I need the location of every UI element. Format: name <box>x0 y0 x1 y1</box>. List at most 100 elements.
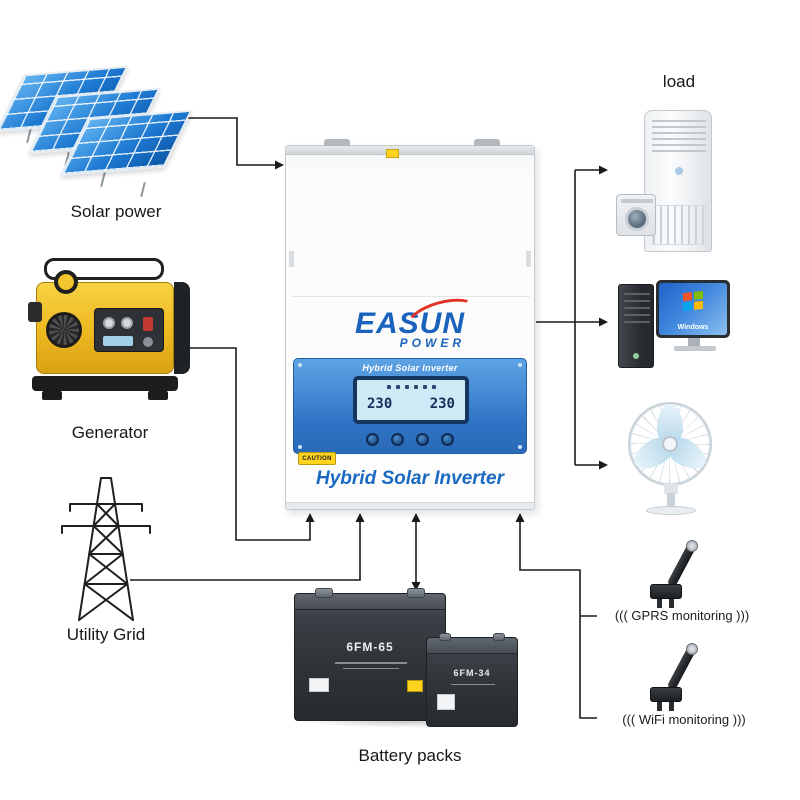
battery-top <box>295 594 445 610</box>
wire-utility-to-inverter <box>130 513 365 581</box>
mounting-tab <box>474 139 500 147</box>
lcd-voltage-right: 230 <box>429 396 455 412</box>
brand-logo: EASUN POWER <box>286 291 534 352</box>
fan-hub <box>662 436 678 452</box>
solar-power-label: Solar power <box>70 202 162 221</box>
battery-model-label: 6FM-34 <box>453 668 491 678</box>
panel-button <box>441 433 454 446</box>
ac-display-dot <box>675 167 683 175</box>
battery-sticker <box>309 678 329 692</box>
panel-leg <box>140 181 146 198</box>
os-label: Windows <box>677 324 709 331</box>
panel-button <box>391 433 404 446</box>
battery-warning-sticker <box>407 680 423 692</box>
utility-grid-label: Utility Grid <box>66 625 146 644</box>
side-slot <box>526 251 531 267</box>
washer-panel <box>621 199 653 203</box>
panel-leg <box>100 171 106 188</box>
utility-grid-tower <box>61 477 151 621</box>
caution-sticker: CAUTION <box>298 452 336 465</box>
antenna-pin <box>657 702 662 711</box>
gprs-monitoring-label: ((( GPRS monitoring ))) <box>614 608 750 623</box>
warning-sticker <box>386 149 399 158</box>
wifi-antenna <box>646 643 710 713</box>
solar-panels-illustration <box>0 65 211 206</box>
hybrid-inverter: EASUN POWER Hybrid Solar Inverter 230 23… <box>285 139 535 510</box>
generator-end-cap <box>174 282 190 374</box>
mounting-tab <box>324 139 350 147</box>
generator-label: Generator <box>71 423 149 442</box>
screw-icon <box>518 445 522 449</box>
wifi-monitoring-label: ((( WiFi monitoring ))) <box>622 712 746 727</box>
wire-monitoring-to-inverter <box>515 513 597 719</box>
generator-foot <box>42 391 62 400</box>
brand-subname: POWER <box>399 336 465 350</box>
battery-right: 6FM-34 <box>426 633 518 727</box>
monitor-base <box>674 346 716 351</box>
power-led-icon <box>633 353 639 359</box>
panel-button <box>366 433 379 446</box>
battery-terminal <box>439 633 451 641</box>
ac-bottom-grille <box>652 205 706 245</box>
screw-icon <box>298 363 302 367</box>
inverter-bottom-band <box>286 502 534 509</box>
washer-door-icon <box>625 207 649 231</box>
wire-battery-to-inverter <box>411 513 421 591</box>
battery-terminal <box>407 588 425 598</box>
fuel-cap <box>54 270 78 294</box>
monitor-stand <box>688 338 700 347</box>
battery-terminal <box>493 633 505 641</box>
ac-top-vent <box>652 120 706 152</box>
battery-left: 6FM-65 <box>294 588 446 721</box>
lcd-voltage-left: 230 <box>367 396 393 412</box>
meter-icon <box>103 336 133 346</box>
battery-packs-label: Battery packs <box>358 746 462 765</box>
screw-icon <box>518 363 522 367</box>
load-label: load <box>662 72 696 91</box>
computer-tower <box>618 284 654 368</box>
label-line <box>335 662 407 664</box>
windows-flag-icon <box>683 290 703 312</box>
inverter-control-panel: Hybrid Solar Inverter 230 230 <box>293 358 527 454</box>
pedestal-fan <box>626 402 716 517</box>
inverter-top-band <box>286 146 534 155</box>
antenna-base <box>650 687 682 702</box>
antenna-pin <box>657 599 662 608</box>
inverter-title: Hybrid Solar Inverter <box>316 468 504 489</box>
brand-name: EASUN <box>354 307 465 340</box>
antenna-tip <box>686 643 698 655</box>
antenna-base <box>650 584 682 599</box>
fan-pole <box>667 493 675 507</box>
panel-caption: Hybrid Solar Inverter <box>362 363 458 373</box>
fan-neck <box>664 484 678 494</box>
antenna-pin <box>669 599 674 608</box>
lcd-display: 230 230 <box>353 376 469 424</box>
generator-illustration <box>28 258 190 418</box>
battery-terminal <box>315 588 333 598</box>
wire-inverter-to-loads <box>536 165 608 470</box>
knob-icon <box>143 337 153 347</box>
lcd-status-icons <box>357 385 465 389</box>
label-line <box>451 684 495 685</box>
outlet-icon <box>121 317 133 329</box>
panel-leg <box>26 127 32 144</box>
monitor-screen: Windows <box>659 283 727 335</box>
fan-base <box>646 506 696 515</box>
function-buttons <box>294 433 526 446</box>
battery-sticker <box>437 694 455 710</box>
washing-machine <box>616 194 656 236</box>
generator-control-panel <box>94 308 164 352</box>
outlet-icon <box>103 317 115 329</box>
generator-foot <box>148 391 168 400</box>
generator-base <box>32 376 178 391</box>
body-seam <box>292 296 530 297</box>
generator-fan-grille <box>46 312 82 348</box>
gprs-antenna <box>646 540 710 610</box>
antenna-pin <box>669 702 674 711</box>
label-line <box>343 668 399 669</box>
power-switch-icon <box>143 317 153 331</box>
antenna-tip <box>686 540 698 552</box>
generator-muffler <box>28 302 42 322</box>
generator-handle <box>44 258 164 280</box>
